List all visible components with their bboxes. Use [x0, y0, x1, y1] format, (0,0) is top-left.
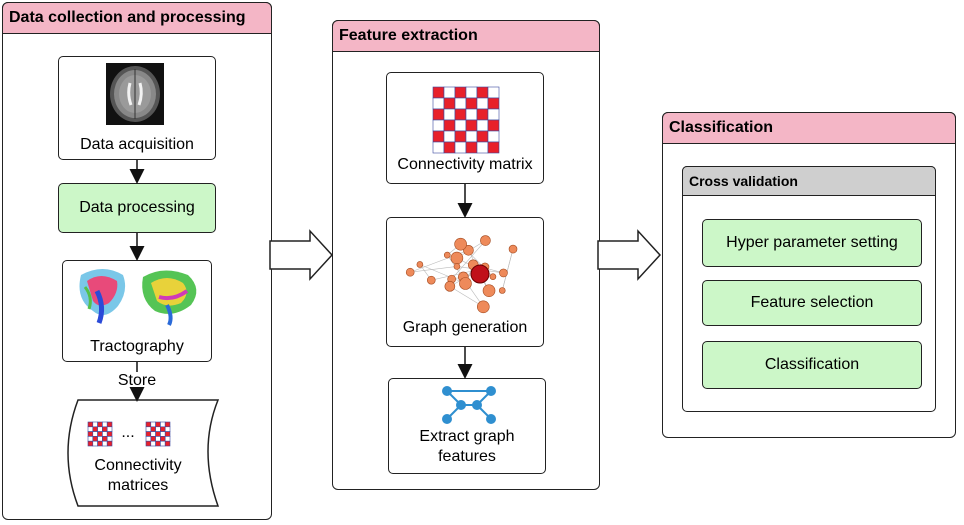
- graph-node: [498, 287, 506, 294]
- extract-features-line1: Extract graph: [419, 428, 515, 445]
- graph-node: [489, 273, 497, 280]
- classification-title: Classification: [662, 112, 956, 144]
- ellipsis-label: ...: [121, 424, 135, 441]
- graph-node: [482, 284, 496, 297]
- hyper-parameter-label: Hyper parameter setting: [726, 234, 898, 251]
- connectivity-matrix-label: Connectivity matrix: [397, 156, 533, 173]
- graph-node: [463, 244, 474, 256]
- brain-mri-image: [106, 63, 164, 125]
- data-acquisition-label: Data acquisition: [80, 136, 194, 153]
- graph-node: [416, 261, 424, 268]
- data-collection-title: Data collection and processing: [2, 2, 272, 34]
- tractography-image: [79, 269, 197, 326]
- tractography-box: Tractography: [62, 260, 212, 362]
- tractography-label: Tractography: [90, 338, 184, 355]
- graph-node: [443, 251, 451, 259]
- flow-arrow-right: [597, 229, 662, 281]
- feature-extraction-title: Feature extraction: [332, 20, 600, 52]
- graph-node: [499, 268, 508, 278]
- feature-selection-step: Feature selection: [702, 280, 922, 326]
- matrix-cell: [164, 440, 171, 447]
- graph-node: [480, 235, 491, 246]
- matrix-cell: [106, 440, 113, 447]
- graph-edge: [501, 248, 514, 291]
- data-processing-label: Data processing: [79, 199, 195, 216]
- graph-hub-node: [470, 264, 490, 284]
- connectivity-matrix-icon: [432, 86, 500, 154]
- connectivity-matrix-icon: [87, 421, 113, 447]
- classification-step-label: Classification: [764, 356, 860, 373]
- connectivity-matrix-icon: [145, 421, 171, 447]
- graph-node: [459, 277, 472, 290]
- graph-edge: [449, 286, 484, 308]
- graph-edge: [410, 266, 457, 273]
- graph-generation-box: Graph generation: [386, 217, 544, 347]
- classification-step: Classification: [702, 341, 922, 389]
- network-graph-icon: [405, 235, 518, 314]
- matrix-cell: [487, 141, 500, 154]
- store-label: Store: [117, 372, 157, 389]
- storage-label-line1: Connectivity: [94, 457, 182, 474]
- graph-node: [476, 300, 490, 314]
- extract-features-label: Extract graph features: [389, 427, 545, 467]
- graph-node: [426, 275, 436, 285]
- cross-validation-title: Cross validation: [682, 166, 936, 196]
- extract-features-line2: features: [438, 448, 496, 465]
- feature-selection-label: Feature selection: [750, 294, 874, 311]
- graph-node: [444, 281, 456, 292]
- graph-edge: [419, 264, 466, 284]
- hyper-parameter-step: Hyper parameter setting: [702, 219, 922, 267]
- graph-edge: [431, 269, 477, 281]
- flow-arrow-right: [269, 229, 334, 281]
- graph-node: [405, 267, 415, 277]
- graph-node: [453, 263, 461, 270]
- storage-label-line2: matrices: [107, 477, 169, 494]
- graph-edge: [451, 240, 486, 280]
- graph-generation-label: Graph generation: [402, 319, 528, 336]
- storage-label: Connectivity matrices: [78, 456, 198, 496]
- panel1-arrows: [129, 160, 145, 402]
- graph-node: [454, 237, 467, 251]
- graph-node: [508, 244, 518, 254]
- feature-graph-icon: [442, 386, 496, 424]
- extract-features-box: Extract graph features: [388, 378, 546, 474]
- connectivity-matrix-box: Connectivity matrix: [386, 72, 544, 184]
- data-acquisition-box: Data acquisition: [58, 56, 216, 160]
